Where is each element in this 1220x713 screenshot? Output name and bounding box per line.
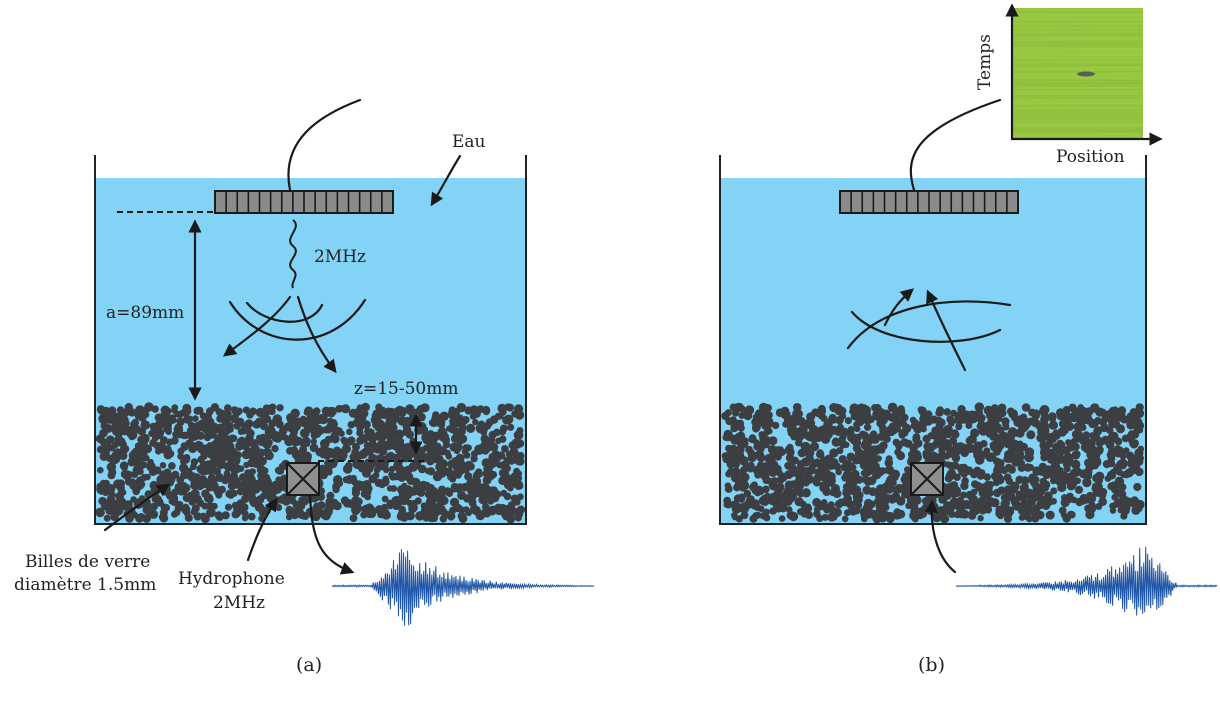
hydrophone-icon (286, 462, 320, 496)
excitation-squiggle (289, 219, 297, 289)
panel-a: a=89mm 2MHz Eau z=15-50mm Billes de verr… (14, 98, 595, 676)
array-cable (287, 98, 362, 192)
tank-wall (94, 155, 527, 525)
propagation-arrow (926, 289, 967, 372)
beads-label-line2: diamètre 1.5mm (14, 575, 156, 595)
propagation-arrow (222, 295, 292, 357)
water-label-arrow (430, 154, 462, 207)
array-cable (909, 98, 1002, 192)
distance-a-label: a=89mm (106, 303, 184, 323)
wavefront (846, 300, 1012, 350)
wavefront (850, 310, 1002, 343)
glass-beads-layer (721, 402, 1145, 524)
depth-z-label: z=15-50mm (354, 379, 458, 399)
hydrophone-icon (910, 462, 944, 496)
inset-y-label: Temps (975, 34, 995, 90)
hydrophone-label-line1: Hydrophone (178, 569, 285, 589)
wavefront (228, 298, 367, 341)
focal-spot (1077, 71, 1095, 77)
waveform-icon (955, 546, 1218, 616)
beads-label-arrow (103, 483, 171, 532)
transducer-array-icon (839, 190, 1019, 214)
wavefront (245, 301, 324, 323)
hydrophone-cable (924, 499, 957, 574)
hydrophone-label-line2: 2MHz (213, 593, 265, 613)
panel-a-caption: (a) (296, 654, 322, 676)
hydrophone-cable (308, 493, 355, 575)
focusing-image-inset: Position Temps (975, 3, 1163, 167)
inset-x-label: Position (1056, 147, 1125, 167)
propagation-arrow (296, 295, 337, 374)
transducer-array-icon (214, 190, 394, 214)
hydrophone-label-arrow (246, 497, 278, 562)
beads-label-line1: Billes de verre (25, 552, 150, 572)
panel-b-caption: (b) (918, 654, 945, 676)
inset-texture (1012, 9, 1143, 137)
propagation-arrow (883, 288, 915, 327)
frequency-label: 2MHz (314, 247, 366, 267)
panel-b: Position Temps (b) (719, 3, 1218, 676)
waveform-icon (331, 549, 595, 626)
water-label: Eau (452, 132, 486, 152)
